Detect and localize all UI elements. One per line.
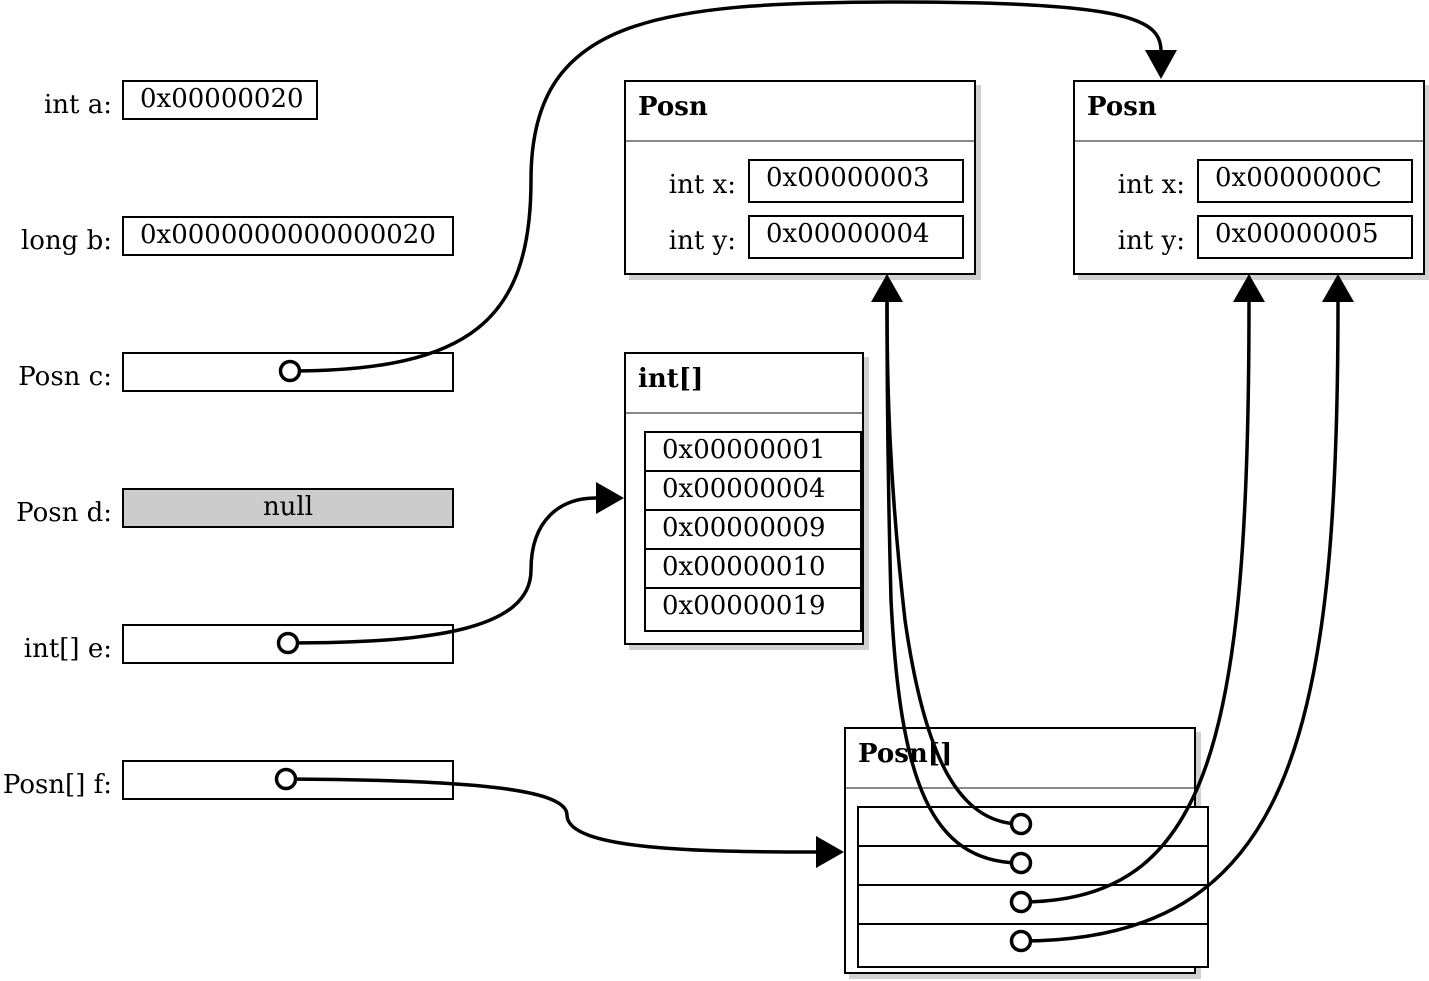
var-d-label: Posn d: [16, 498, 112, 528]
posn-array-element-3 [857, 923, 1209, 968]
posn-object-2-y-label: int y: [1117, 226, 1185, 256]
arrow-c-to-posn-2 [289, 0, 1163, 373]
posn-object-2-y-value: 0x00000005 [1197, 215, 1413, 259]
posn-object-1-y-label: int y: [668, 226, 736, 256]
posn-object-2-x-label: int x: [1117, 170, 1185, 200]
posn-object-2: Posn int x: 0x0000000C int y: 0x00000005 [1073, 80, 1425, 275]
var-b-label: long b: [20, 226, 112, 256]
arrowhead-to-posn-1 [871, 274, 903, 302]
pointer-origin-posn-array-1 [1009, 851, 1033, 875]
arrow-f-to-posn-array [285, 777, 817, 854]
pointer-origin-f [274, 767, 298, 791]
pointer-origin-posn-array-2 [1009, 890, 1033, 914]
posn-array-object: Posn[] [844, 727, 1209, 974]
posn-object-1-y-value: 0x00000004 [748, 215, 964, 259]
posn-array-element-1 [857, 845, 1209, 890]
var-b-value: 0x0000000000000020 [122, 216, 454, 256]
arrow-e-to-int-array [287, 496, 597, 645]
posn-array-divider [846, 787, 1194, 789]
var-c-label: Posn c: [18, 362, 112, 392]
posn-object-2-divider [1075, 140, 1423, 142]
int-array-element-4: 0x00000019 [644, 587, 862, 632]
var-a-value: 0x00000020 [122, 80, 318, 120]
posn-object-1-x-value: 0x00000003 [748, 159, 964, 203]
arrowhead-f-to-posn-array [816, 836, 844, 868]
arrowhead-posn-array-3-to-posn-2 [1322, 274, 1354, 302]
int-array-element-2: 0x00000009 [644, 509, 862, 554]
var-d-null-value: null [122, 488, 454, 528]
int-array-element-0: 0x00000001 [644, 431, 862, 476]
int-array-divider [626, 412, 862, 414]
int-array-title: int[] [638, 364, 704, 394]
var-f-label: Posn[] f: [2, 770, 112, 800]
var-e-label: int[] e: [23, 634, 112, 664]
posn-object-1: Posn int x: 0x00000003 int y: 0x00000004 [624, 80, 976, 275]
pointer-origin-posn-array-3 [1009, 929, 1033, 953]
arrow-posn-array-2-to-posn-2 [1020, 301, 1251, 904]
pointer-origin-e [276, 631, 300, 655]
arrowhead-e-to-int-array [596, 482, 624, 514]
arrow-posn-array-1-to-posn-1 [885, 301, 1022, 865]
arrowhead-c-to-posn-2 [1145, 50, 1177, 79]
int-array-element-1: 0x00000004 [644, 470, 862, 515]
posn-object-2-x-value: 0x0000000C [1197, 159, 1413, 203]
int-array-object: int[] 0x00000001 0x00000004 0x00000009 0… [624, 352, 864, 645]
var-a-label: int a: [43, 90, 112, 120]
posn-object-2-title: Posn [1087, 92, 1157, 122]
posn-object-1-divider [626, 140, 974, 142]
pointer-origin-posn-array-0 [1009, 812, 1033, 836]
posn-object-1-x-label: int x: [668, 170, 736, 200]
arrow-posn-array-3-to-posn-2 [1020, 301, 1340, 943]
arrowhead-posn-array-2-to-posn-2 [1233, 274, 1265, 302]
pointer-origin-c [278, 359, 302, 383]
posn-object-1-title: Posn [638, 92, 708, 122]
